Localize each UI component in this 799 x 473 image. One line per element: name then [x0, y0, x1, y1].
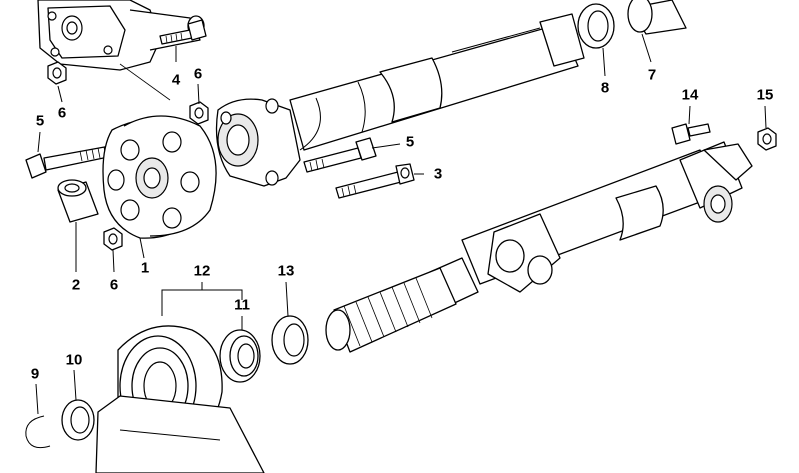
callout-part-7: 7: [647, 66, 657, 84]
callout-part-8: 8: [600, 79, 610, 97]
leader-lines: [35, 33, 767, 415]
nut-part-15: [757, 127, 777, 151]
sleeve-part-2: [57, 179, 99, 223]
callout-part-9: 9: [30, 365, 40, 383]
flex-disc-part-1: [102, 115, 217, 239]
bearing-part-11: [219, 329, 261, 383]
ring-part-8: [577, 3, 615, 49]
callout-part-2: 2: [71, 276, 81, 294]
callout-part-1: 1: [140, 259, 150, 277]
nut-part-6c: [103, 227, 123, 251]
callout-part-6b: 6: [193, 65, 203, 83]
bolt-part-5b: [303, 137, 377, 173]
callout-part-5b: 5: [405, 133, 415, 151]
callout-part-10: 10: [65, 351, 83, 369]
callout-part-12: 12: [193, 262, 211, 280]
front-flange-yoke: [215, 98, 301, 187]
center-bearing-part-12: [95, 325, 265, 473]
callout-part-6a: 6: [57, 104, 67, 122]
rear-driveshaft: [325, 141, 753, 353]
callout-part-6c: 6: [109, 276, 119, 294]
callout-part-3: 3: [433, 165, 443, 183]
callout-part-5a: 5: [35, 112, 45, 130]
front-driveshaft-tube: [289, 13, 585, 151]
callout-part-13: 13: [277, 262, 295, 280]
bolt-part-14: [671, 123, 711, 145]
bolt-part-4: [159, 19, 207, 45]
callout-part-15: 15: [756, 86, 774, 104]
bolt-part-3: [335, 163, 415, 199]
circlip-part-9: [25, 415, 51, 449]
nut-part-6b: [189, 101, 209, 125]
sleeve-part-7: [627, 0, 687, 35]
callout-part-4: 4: [171, 71, 181, 89]
callout-part-14: 14: [681, 86, 699, 104]
bolt-part-5a: [25, 145, 114, 179]
ring-part-10: [61, 399, 95, 441]
ring-part-13: [271, 315, 309, 365]
nut-part-6a: [47, 61, 67, 85]
callout-part-11: 11: [234, 296, 250, 314]
